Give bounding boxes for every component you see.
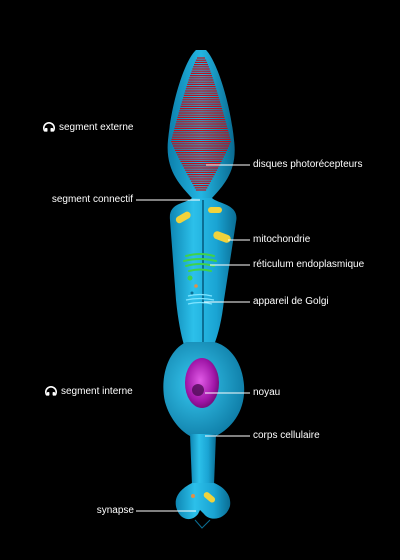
label-disques: disques photorécepteurs bbox=[253, 159, 363, 170]
zone-segment-interne[interactable]: segment interne bbox=[44, 385, 133, 399]
mitochondrion bbox=[175, 211, 191, 224]
zone-externe-label: segment externe bbox=[59, 122, 134, 133]
label-mitochondrie: mitochondrie bbox=[253, 234, 311, 245]
photoreceptor-discs bbox=[171, 57, 231, 191]
mitochondrion bbox=[213, 231, 231, 243]
nucleus bbox=[185, 358, 219, 408]
label-noyau: noyau bbox=[253, 387, 281, 398]
zone-interne-label: segment interne bbox=[61, 386, 133, 397]
label-segment-connectif: segment connectif bbox=[51, 194, 133, 205]
synaptic-terminal bbox=[175, 483, 231, 520]
label-corps: corps cellulaire bbox=[253, 430, 320, 441]
label-golgi: appareil de Golgi bbox=[253, 296, 329, 307]
speaker-icon[interactable] bbox=[44, 385, 58, 399]
label-reticulum: réticulum endoplasmique bbox=[253, 259, 365, 270]
speaker-icon[interactable] bbox=[42, 121, 56, 135]
leader-lines bbox=[136, 164, 250, 512]
golgi-apparatus bbox=[185, 293, 215, 305]
axon bbox=[190, 434, 216, 485]
label-synapse: synapse bbox=[96, 505, 134, 516]
mitochondrion bbox=[203, 492, 216, 503]
mitochondrion bbox=[208, 207, 222, 213]
zone-segment-externe[interactable]: segment externe bbox=[42, 121, 134, 135]
